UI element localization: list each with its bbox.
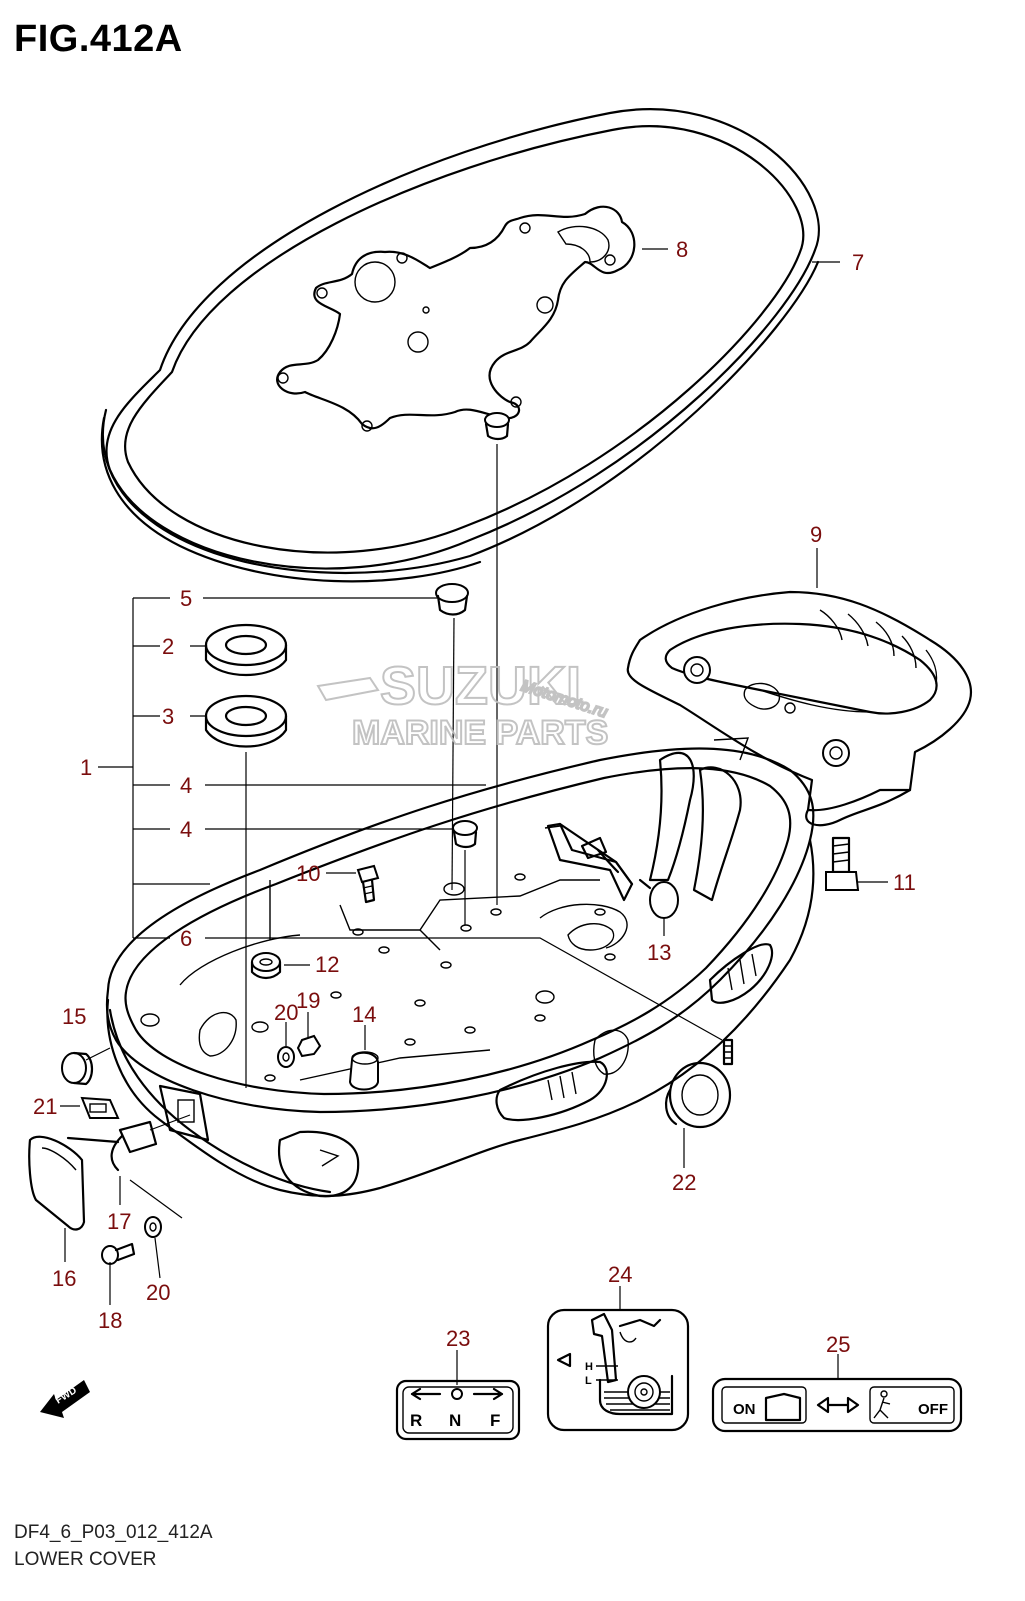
decal-shift-r: R (410, 1411, 422, 1430)
grommet-part-22 (664, 1061, 732, 1129)
callout-10: 10 (296, 861, 320, 886)
watermark-line1: SUZUKI (380, 656, 581, 716)
callout-25: 25 (826, 1332, 850, 1357)
floor-holes (140, 873, 616, 1082)
grommet-part-12 (250, 952, 282, 980)
grommet-part-21 (80, 1096, 120, 1119)
plug-part-4-lower (452, 820, 478, 925)
callout-18: 18 (98, 1308, 122, 1333)
plug-part-4-upper (484, 412, 510, 905)
bolt-part-11 (825, 836, 860, 891)
callout-11: 11 (893, 870, 916, 895)
washer-part-20-upper (277, 1046, 295, 1068)
fwd-arrow-icon: FWD (40, 1380, 90, 1418)
callout-16: 16 (52, 1266, 76, 1291)
callout-4-lower: 4 (180, 817, 192, 842)
decal-oil-l: L (585, 1375, 592, 1387)
gasket-plate-part-8 (276, 205, 636, 432)
callout-6: 6 (180, 926, 192, 951)
plug-part-15 (61, 1051, 94, 1086)
callout-14: 14 (352, 1002, 376, 1027)
gasket-seal-part-7 (100, 108, 820, 583)
figure-title: FIG.412A (14, 18, 183, 60)
watermark: SUZUKI MARINE PARTS Motomoto.ru (316, 655, 611, 753)
callout-5: 5 (180, 586, 192, 611)
callout-12: 12 (315, 952, 339, 977)
grommet-part-2 (204, 623, 288, 676)
callout-24: 24 (608, 1262, 632, 1287)
callout-9: 9 (810, 522, 822, 547)
callout-20-lower: 20 (146, 1280, 170, 1305)
callout-15: 15 (62, 1004, 86, 1029)
decal-fuel-off: OFF (918, 1401, 948, 1418)
callout-17: 17 (107, 1209, 131, 1234)
watermark-line2: MARINE PARTS (352, 714, 608, 752)
callout-23: 23 (446, 1326, 470, 1351)
stud-bolt (722, 1038, 734, 1066)
callout-7: 7 (852, 250, 864, 275)
decal-shift-part-23: R N F (395, 1379, 521, 1441)
spring-part-17 (66, 1114, 191, 1172)
screw-part-18 (101, 1242, 136, 1265)
callout-8: 8 (676, 237, 688, 262)
callout-19: 19 (296, 988, 320, 1013)
plug-part-5 (435, 583, 469, 891)
decal-shift-n: N (449, 1411, 461, 1430)
bumper-part-13 (638, 878, 679, 919)
lower-cover-body (105, 737, 815, 1198)
handle-bolt (580, 836, 620, 874)
callout-labels: 1 2 3 4 4 5 6 7 8 9 10 11 12 13 14 15 16… (33, 237, 916, 1357)
decal-shift-f: F (490, 1411, 500, 1430)
callout-1: 1 (80, 755, 92, 780)
diagram-name: LOWER COVER (14, 1549, 157, 1570)
cushion-part-14 (348, 1051, 379, 1091)
diagram-code: DF4_6_P03_012_412A (14, 1522, 213, 1543)
nut-part-19 (296, 1034, 322, 1058)
callout-21: 21 (33, 1094, 57, 1119)
decal-oil-h: H (585, 1361, 593, 1373)
decal-fuel-part-25: ON OFF (711, 1377, 963, 1433)
callout-22: 22 (672, 1170, 696, 1195)
callout-20-upper: 20 (274, 1000, 298, 1025)
washer-part-20-lower (144, 1216, 162, 1238)
handle-part-9 (626, 590, 973, 827)
cover-part-16 (28, 1135, 86, 1231)
grommet-part-3 (204, 694, 288, 1088)
callout-13: 13 (647, 940, 671, 965)
bolt-part-10 (356, 864, 380, 904)
decal-fuel-on: ON (733, 1401, 756, 1418)
callout-2: 2 (162, 634, 174, 659)
callout-4-upper: 4 (180, 773, 192, 798)
leader-lines (60, 248, 888, 1385)
callout-3: 3 (162, 704, 174, 729)
decal-oil-part-24: H L (546, 1308, 690, 1432)
